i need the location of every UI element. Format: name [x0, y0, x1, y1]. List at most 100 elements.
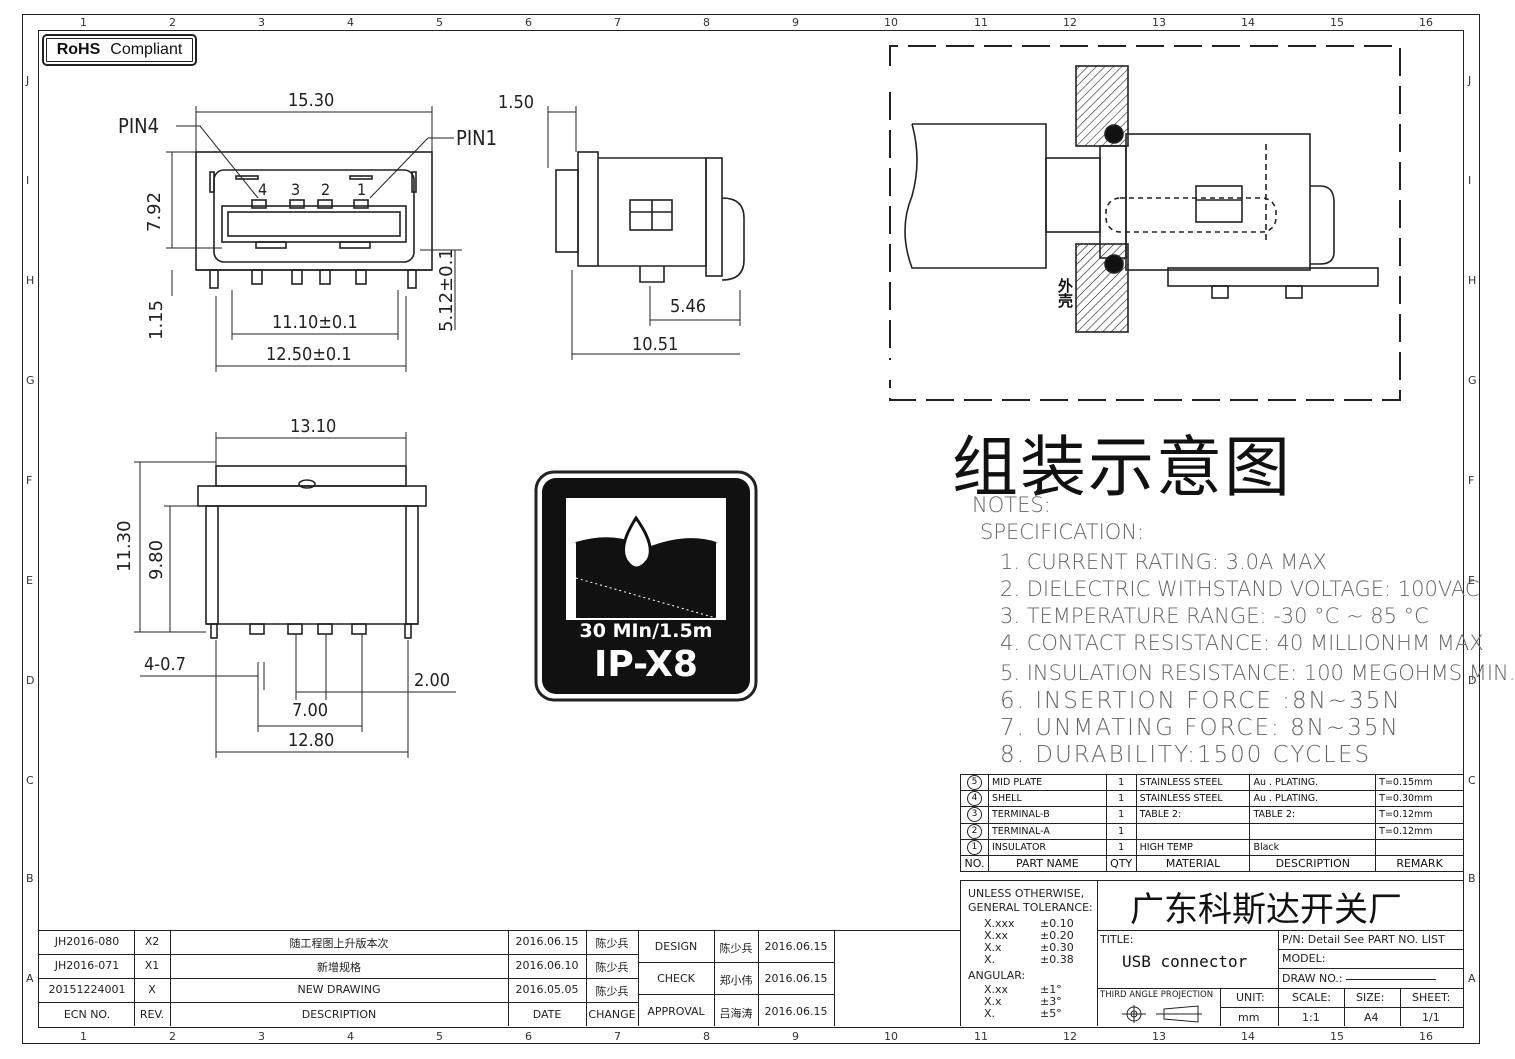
drawno-label: DRAW NO.: [1282, 972, 1343, 985]
dim-front-inner: 11.10±0.1 [272, 312, 358, 333]
ip-x8-badge-graphic [534, 470, 758, 702]
revision-line [38, 930, 960, 931]
notes-heading: NOTES: [972, 493, 1051, 517]
approval-name: 郑小伟 [719, 974, 753, 987]
angular-value: ±3° [1040, 995, 1062, 1008]
bom-remark: T=0.30mm [1375, 790, 1464, 808]
pin-number-1: 1 [357, 180, 367, 199]
bom-qty: 1 [1105, 773, 1137, 792]
grid-column-label: 14 [1241, 16, 1255, 29]
dim-front-offset: 1.15 [146, 299, 167, 340]
projection-symbol-icon [1122, 1005, 1202, 1023]
company-name: 广东科斯达开关厂 [1130, 890, 1402, 930]
bom-remark: T=0.12mm [1375, 822, 1464, 840]
grid-column-label: 10 [884, 1030, 898, 1043]
approval-date: 2016.06.15 [764, 940, 828, 953]
grid-row-label: D [1468, 674, 1477, 687]
bom-no: 3 [960, 806, 989, 824]
dim-bottom-h2: 9.80 [146, 539, 167, 580]
side-view-drawing [555, 151, 745, 283]
bom-header-name: PART NAME [987, 854, 1107, 873]
dim-front-width: 15.30 [288, 90, 335, 111]
bom-index-circle: 4 [966, 791, 982, 807]
approval-line [758, 930, 759, 1026]
note-item: 6. INSERTION FORCE :8N~35N [1000, 688, 1402, 714]
approval-role: DESIGN [654, 940, 698, 953]
rohs-badge: RoHS Compliant [42, 34, 197, 66]
grid-column-label: 8 [703, 1030, 710, 1043]
unit-value: mm [1238, 1011, 1260, 1024]
grid-column-label: 9 [792, 1030, 799, 1043]
drawno-line [1346, 978, 1437, 980]
sheet-label: SHEET: [1412, 991, 1451, 1004]
bom-qty: 1 [1105, 838, 1137, 856]
grid-row-label: C [1468, 774, 1476, 787]
grid-column-label: 7 [614, 1030, 621, 1043]
approval-date: 2016.06.15 [764, 972, 828, 985]
titleblock-line [1097, 930, 1464, 931]
bom-qty: 1 [1105, 790, 1137, 808]
grid-row-label: A [26, 972, 34, 985]
grid-column-label: 6 [525, 1030, 532, 1043]
titleblock-line [1097, 988, 1464, 989]
scale-label: SCALE: [1292, 991, 1331, 1004]
size-label: SIZE: [1356, 991, 1385, 1004]
grid-column-label: 13 [1152, 1030, 1166, 1043]
dim-bottom-pitch: 2.00 [414, 670, 451, 691]
assembly-view-drawing [889, 45, 1401, 401]
spec-heading: SPECIFICATION: [980, 520, 1145, 544]
grid-column-label: 9 [792, 16, 799, 29]
revision-line [508, 930, 509, 1026]
grid-column-label: 15 [1330, 1030, 1344, 1043]
grid-column-label: 12 [1063, 1030, 1077, 1043]
revision-date: 2016.06.15 [515, 935, 579, 948]
revision-change: 陈少兵 [595, 937, 629, 950]
grid-row-label: E [1468, 574, 1475, 587]
drawing-frame [22, 14, 1480, 1044]
grid-column-label: 5 [436, 16, 443, 29]
bom-index-circle: 3 [966, 807, 982, 823]
pin-number-3: 3 [291, 180, 301, 199]
approval-name: 吕海涛 [719, 1007, 753, 1020]
angular-label: ANGULAR: [968, 969, 1026, 982]
pn-label: P/N: [1282, 933, 1305, 946]
tolerance-format: X. [984, 953, 996, 966]
bom-no: 2 [960, 822, 989, 840]
grid-row-label: E [26, 574, 33, 587]
housing-label: 外壳 [1056, 278, 1074, 308]
grid-column-label: 6 [525, 16, 532, 29]
bom-material: STAINLESS STEEL [1135, 773, 1251, 792]
dim-front-outer: 12.50±0.1 [266, 344, 352, 365]
bom-material: HIGH TEMP [1135, 838, 1251, 856]
grid-column-label: 12 [1063, 16, 1077, 29]
tolerance-value: ±0.38 [1040, 953, 1074, 966]
approval-line [714, 930, 715, 1026]
rohs-label: RoHS [56, 41, 101, 58]
revision-line [38, 1002, 638, 1003]
bom-material: STAINLESS STEEL [1135, 790, 1251, 808]
revision-change: 陈少兵 [595, 961, 629, 974]
grid-row-label: D [26, 674, 35, 687]
tolerance-format: X.xxx [984, 917, 1015, 930]
grid-column-label: 5 [436, 1030, 443, 1043]
grid-column-label: 8 [703, 16, 710, 29]
bom-qty: 1 [1105, 822, 1137, 840]
angular-format: X.xx [984, 983, 1009, 996]
grid-column-label: 4 [347, 1030, 354, 1043]
rohs-compliant-text: Compliant [110, 41, 183, 58]
revision-date: 2016.05.05 [515, 983, 579, 996]
approval-date: 2016.06.15 [764, 1005, 828, 1018]
revision-desc: 随工程图上升版本次 [289, 937, 389, 950]
sheet-value: 1/1 [1422, 1011, 1440, 1024]
titleblock-line [1097, 880, 1098, 1026]
bom-remark: T=0.15mm [1375, 773, 1464, 792]
angular-value: ±1° [1040, 983, 1062, 996]
tolerance-value: ±0.10 [1040, 917, 1074, 930]
assembly-diagram-title: 组装示意图 [952, 429, 1292, 506]
revision-ecn: 20151224001 [48, 983, 126, 996]
grid-row-label: A [1468, 972, 1476, 985]
